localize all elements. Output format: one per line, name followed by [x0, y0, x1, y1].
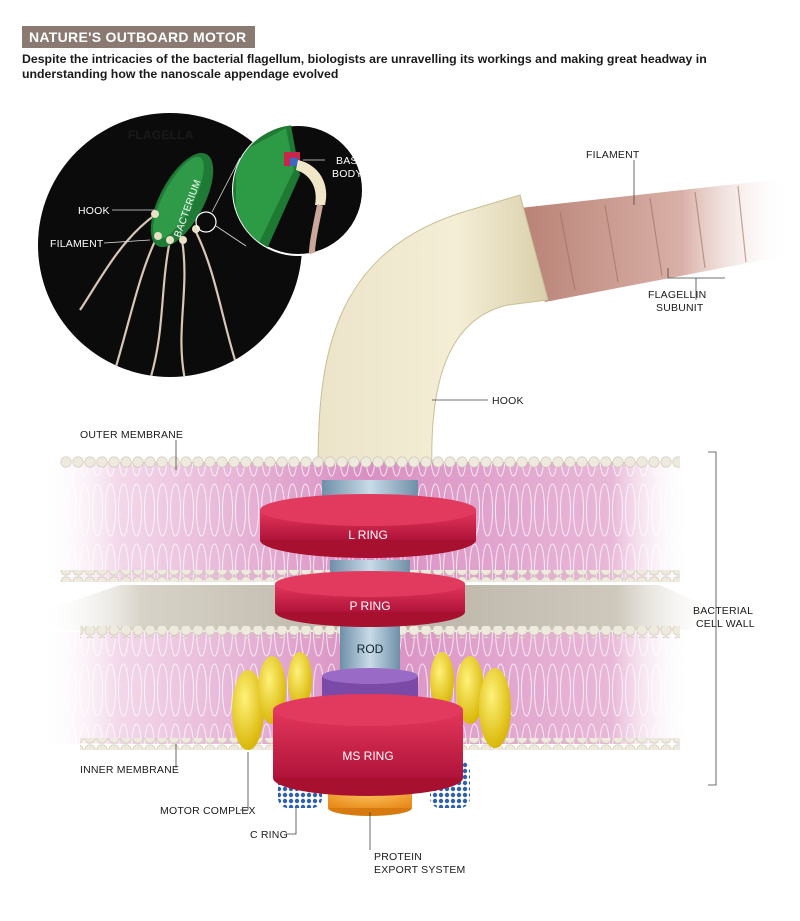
cell-wall-label-2: CELL WALL [696, 618, 755, 630]
p-ring-label: P RING [349, 599, 390, 613]
zoom-connector-1 [215, 225, 247, 247]
basal-body-label-2: BODY [332, 168, 363, 180]
ms-ring-label: MS RING [342, 749, 393, 763]
diagram-description: Despite the intricacies of the bacterial… [22, 52, 707, 81]
diagram-title: NATURE'S OUTBOARD MOTOR [22, 26, 256, 48]
motor-complex-leader [240, 752, 249, 811]
protein-export-label-1: PROTEIN [374, 851, 422, 863]
basal-body-label-1: BASAL [336, 155, 371, 167]
hook [317, 194, 549, 471]
outer-membrane-label: OUTER MEMBRANE [80, 429, 183, 441]
flagellin-label-2: SUBUNIT [656, 302, 704, 314]
hook-label: HOOK [492, 395, 524, 407]
flagellin-label-1: FLAGELLIN [648, 289, 706, 301]
zoom-connector-2 [211, 157, 241, 213]
c-ring-leader [286, 808, 297, 835]
filament [520, 178, 790, 302]
inset-filament-leader [103, 239, 151, 244]
rod-label: ROD [357, 642, 384, 656]
motor-complex-label: MOTOR COMPLEX [160, 805, 256, 817]
inner-membrane-label: INNER MEMBRANE [80, 764, 179, 776]
inset-filament-label: FILAMENT [50, 238, 104, 250]
cell-wall-bracket [708, 451, 717, 786]
c-ring-label: C RING [250, 829, 288, 841]
l-ring-label: L RING [348, 528, 388, 542]
flagella-title: FLAGELLA [128, 128, 194, 142]
basal-body-inset: BASAL BODY [232, 124, 371, 256]
cell-wall-label-1: BACTERIAL [693, 605, 753, 617]
protein-export-label-2: EXPORT SYSTEM [374, 864, 466, 876]
inset-hook-label: HOOK [78, 205, 110, 217]
motor-assembly [232, 480, 511, 816]
flagellin-bracket [667, 268, 725, 279]
filament-label: FILAMENT [586, 149, 640, 161]
